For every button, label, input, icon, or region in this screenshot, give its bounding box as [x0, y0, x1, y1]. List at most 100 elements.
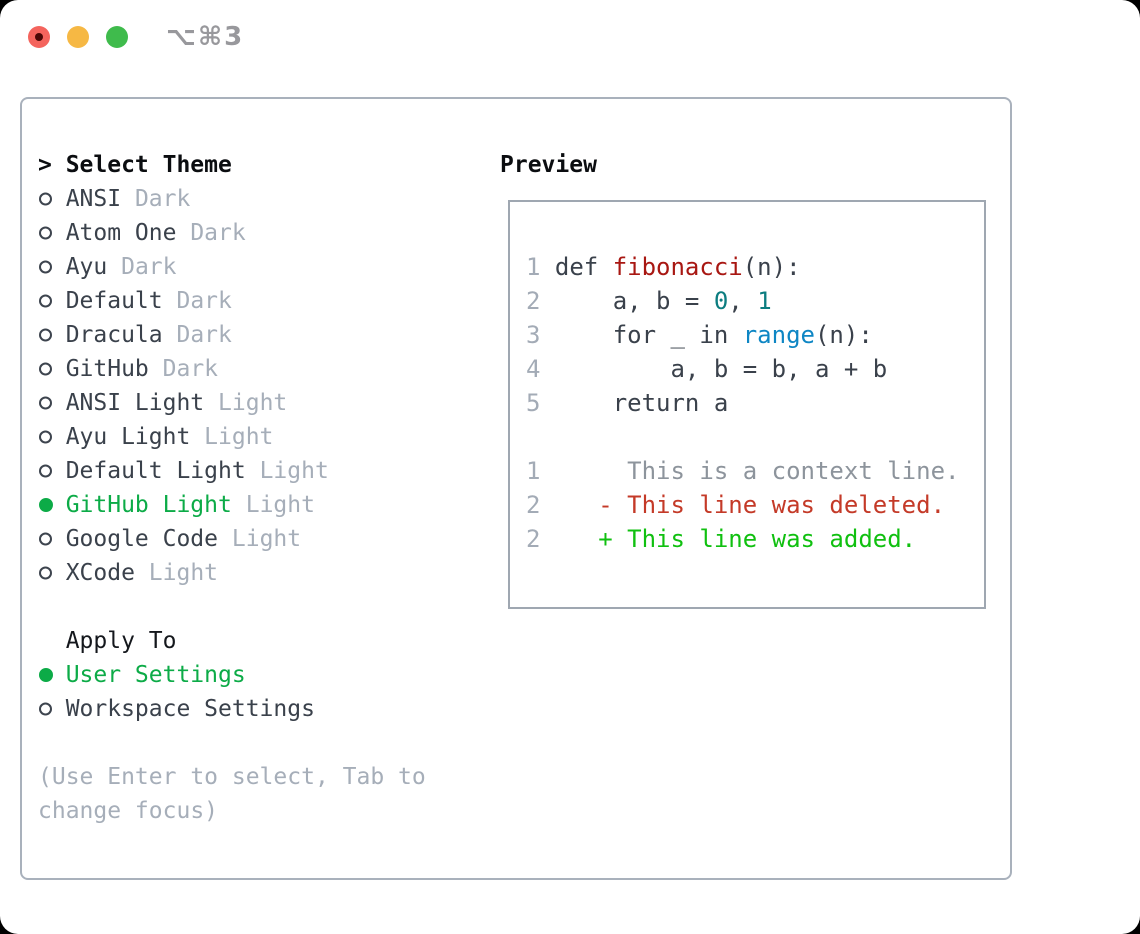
theme-name: Atom One: [65, 220, 177, 246]
code-line: 1 This is a context line.: [526, 454, 984, 488]
theme-option-ansi-light[interactable]: ANSI Light Light: [38, 386, 500, 420]
code-segment: def: [554, 253, 613, 281]
theme-name: GitHub Light: [65, 492, 232, 518]
select-theme-header-row: > Select Theme: [38, 148, 500, 182]
code-line: 1 def fibonacci(n):: [526, 250, 984, 284]
apply-option-user-settings[interactable]: User Settings: [38, 658, 500, 692]
window-title: ⌥⌘3: [166, 22, 245, 52]
theme-option-github[interactable]: GitHub Dark: [38, 352, 500, 386]
code-segment: (n):: [742, 253, 801, 281]
traffic-lights: [28, 26, 128, 48]
code-segment: This is a context line.: [554, 457, 960, 485]
theme-option-xcode[interactable]: XCode Light: [38, 556, 500, 590]
close-button[interactable]: [28, 26, 50, 48]
code-line: 2 + This line was added.: [526, 522, 984, 556]
theme-variant: Dark: [176, 288, 232, 314]
code-segment: a, b =: [554, 287, 714, 315]
radio-unselected-icon: [38, 420, 66, 454]
apply-option-label: Workspace Settings: [65, 696, 315, 722]
keyboard-hint: (Use Enter to select, Tab to change focus…: [38, 760, 500, 828]
theme-variant: Light: [204, 424, 274, 450]
code-segment: ,: [728, 287, 758, 315]
theme-variant: Dark: [134, 186, 191, 212]
theme-variant: Light: [148, 560, 219, 586]
code-line: 5 return a: [526, 386, 984, 420]
hint-line: (Use Enter to select, Tab to: [38, 764, 426, 790]
code-segment: return a: [554, 389, 729, 417]
theme-name: Google Code: [65, 526, 219, 552]
line-number: 5: [526, 389, 541, 417]
hint-line: change focus): [38, 798, 219, 824]
theme-variant: Dark: [121, 254, 177, 280]
line-number: 1: [526, 253, 541, 281]
theme-name: Ayu Light: [65, 424, 191, 450]
theme-option-default[interactable]: Default Dark: [38, 284, 500, 318]
line-number: 2: [526, 287, 541, 315]
line-number: 3: [526, 321, 541, 349]
zoom-button[interactable]: [106, 26, 128, 48]
radio-unselected-icon: [38, 216, 66, 250]
code-segment: fibonacci: [612, 253, 743, 281]
code-line-blank: [526, 420, 984, 454]
code-line: 4 a, b = b, a + b: [526, 352, 984, 386]
theme-option-default-light[interactable]: Default Light Light: [38, 454, 500, 488]
minimize-button[interactable]: [67, 26, 89, 48]
line-number: 4: [526, 355, 541, 383]
code-segment: (n):: [814, 321, 873, 349]
spacer: [38, 590, 500, 624]
code-line: 3 for _ in range(n):: [526, 318, 984, 352]
code-segment: - This line was deleted.: [554, 491, 946, 519]
theme-name: Dracula: [65, 322, 163, 348]
theme-option-google-code[interactable]: Google Code Light: [38, 522, 500, 556]
line-number: 2: [526, 525, 541, 553]
code-line: 2 a, b = 0, 1: [526, 284, 984, 318]
theme-variant: Dark: [162, 356, 219, 382]
code-line: 2 - This line was deleted.: [526, 488, 984, 522]
code-segment: 0: [713, 287, 729, 315]
theme-option-github-light[interactable]: GitHub Light Light: [38, 488, 500, 522]
apply-to-header: Apply To: [65, 628, 177, 654]
code-segment: a, b = b, a + b: [554, 355, 888, 383]
theme-variant: Dark: [176, 322, 232, 348]
theme-name: XCode: [65, 560, 135, 586]
code-segment: + This line was added.: [554, 525, 917, 553]
theme-option-ansi[interactable]: ANSI Dark: [38, 182, 500, 216]
theme-variant: Light: [218, 390, 288, 416]
radio-unselected-icon: [38, 692, 66, 726]
theme-variant: Light: [259, 458, 329, 484]
theme-name: Default Light: [65, 458, 246, 484]
theme-option-ayu-light[interactable]: Ayu Light Light: [38, 420, 500, 454]
radio-unselected-icon: [38, 522, 66, 556]
radio-selected-icon: [38, 658, 66, 692]
theme-variant: Light: [245, 492, 315, 518]
theme-name: Default: [65, 288, 163, 314]
theme-option-dracula[interactable]: Dracula Dark: [38, 318, 500, 352]
apply-to-header-row: Apply To: [38, 624, 500, 658]
radio-unselected-icon: [38, 352, 66, 386]
apply-option-workspace-settings[interactable]: Workspace Settings: [38, 692, 500, 726]
select-theme-header: Select Theme: [65, 152, 232, 178]
radio-unselected-icon: [38, 318, 66, 352]
preview-header: Preview: [500, 152, 597, 178]
theme-name: ANSI Light: [65, 390, 205, 416]
spacer: [38, 726, 500, 760]
radio-unselected-icon: [38, 250, 66, 284]
theme-option-ayu[interactable]: Ayu Dark: [38, 250, 500, 284]
theme-variant: Light: [231, 526, 302, 552]
apply-option-label: User Settings: [65, 662, 246, 688]
prompt-icon: >: [38, 152, 52, 178]
line-number: 2: [526, 491, 541, 519]
line-number: 1: [526, 457, 541, 485]
theme-name: Ayu: [65, 254, 108, 280]
theme-option-atom-one[interactable]: Atom One Dark: [38, 216, 500, 250]
radio-unselected-icon: [38, 556, 66, 590]
theme-variant: Dark: [190, 220, 246, 246]
theme-name: ANSI: [65, 186, 122, 212]
